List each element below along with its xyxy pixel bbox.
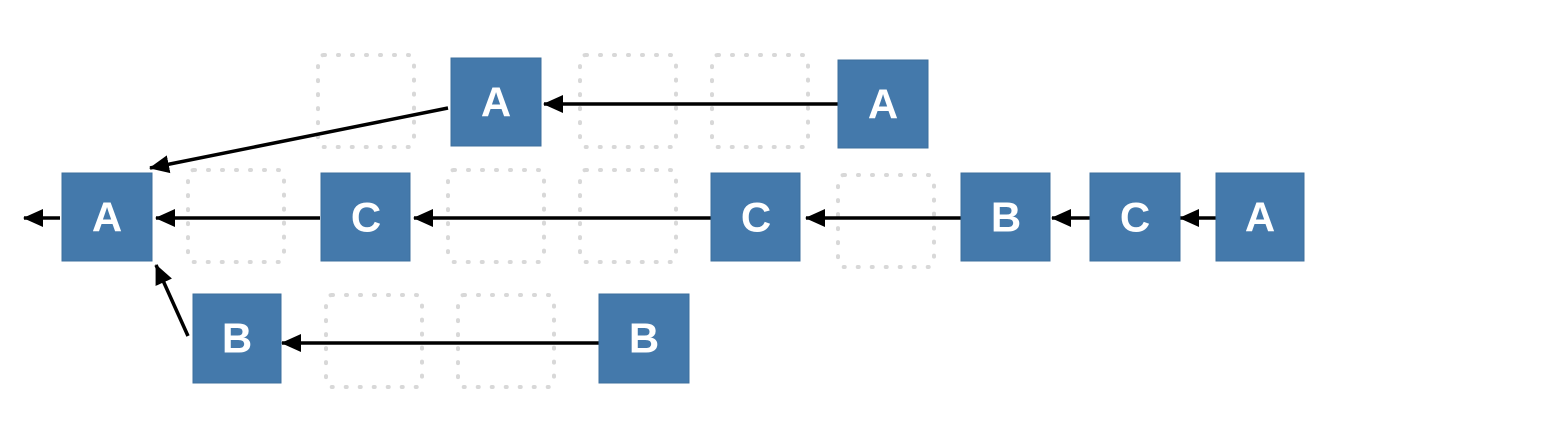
node-b-low-left: B	[192, 293, 282, 384]
node-box	[192, 293, 282, 384]
node-label: A	[481, 79, 511, 126]
node-label: B	[629, 315, 659, 362]
edges	[23, 95, 1216, 352]
node-c-mid-2: C	[710, 172, 801, 262]
node-box	[320, 172, 411, 262]
node-a-top-right: A	[837, 59, 929, 149]
node-a-top-left: A	[450, 57, 542, 147]
node-c-mid-1: C	[320, 172, 411, 262]
placeholder-slot	[710, 53, 810, 149]
node-box	[61, 172, 153, 262]
placeholder-slot	[446, 168, 546, 264]
placeholder-slot	[836, 173, 936, 269]
node-a-mid-end: A	[1215, 172, 1305, 262]
node-box	[960, 172, 1051, 262]
edge-a-top-left-to-a-root	[149, 106, 449, 174]
node-b-low-right: B	[598, 293, 690, 384]
node-box	[1215, 172, 1305, 262]
node-label: B	[222, 315, 252, 362]
edge-b-low-left-to-a-root	[154, 264, 190, 337]
placeholder-slot	[578, 53, 678, 149]
placeholder-outlines	[186, 53, 936, 389]
placeholder-slot	[324, 293, 424, 389]
node-box	[450, 57, 542, 147]
node-label: C	[351, 194, 381, 241]
placeholder-slot	[578, 168, 678, 264]
placeholder-slot	[456, 293, 556, 389]
node-label: A	[868, 81, 898, 128]
node-label: C	[1120, 194, 1150, 241]
node-b-mid: B	[960, 172, 1051, 262]
node-box	[598, 293, 690, 384]
node-label: C	[741, 194, 771, 241]
placeholder-slot	[186, 168, 286, 264]
node-box	[1089, 172, 1181, 262]
placeholder-slot	[316, 53, 416, 149]
nodes: A A A C C B C A	[61, 57, 1305, 384]
node-label: B	[991, 194, 1021, 241]
node-label: A	[92, 194, 122, 241]
node-c-mid-3: C	[1089, 172, 1181, 262]
node-label: A	[1245, 194, 1275, 241]
node-box	[837, 59, 929, 149]
node-box	[710, 172, 801, 262]
node-a-root: A	[61, 172, 153, 262]
